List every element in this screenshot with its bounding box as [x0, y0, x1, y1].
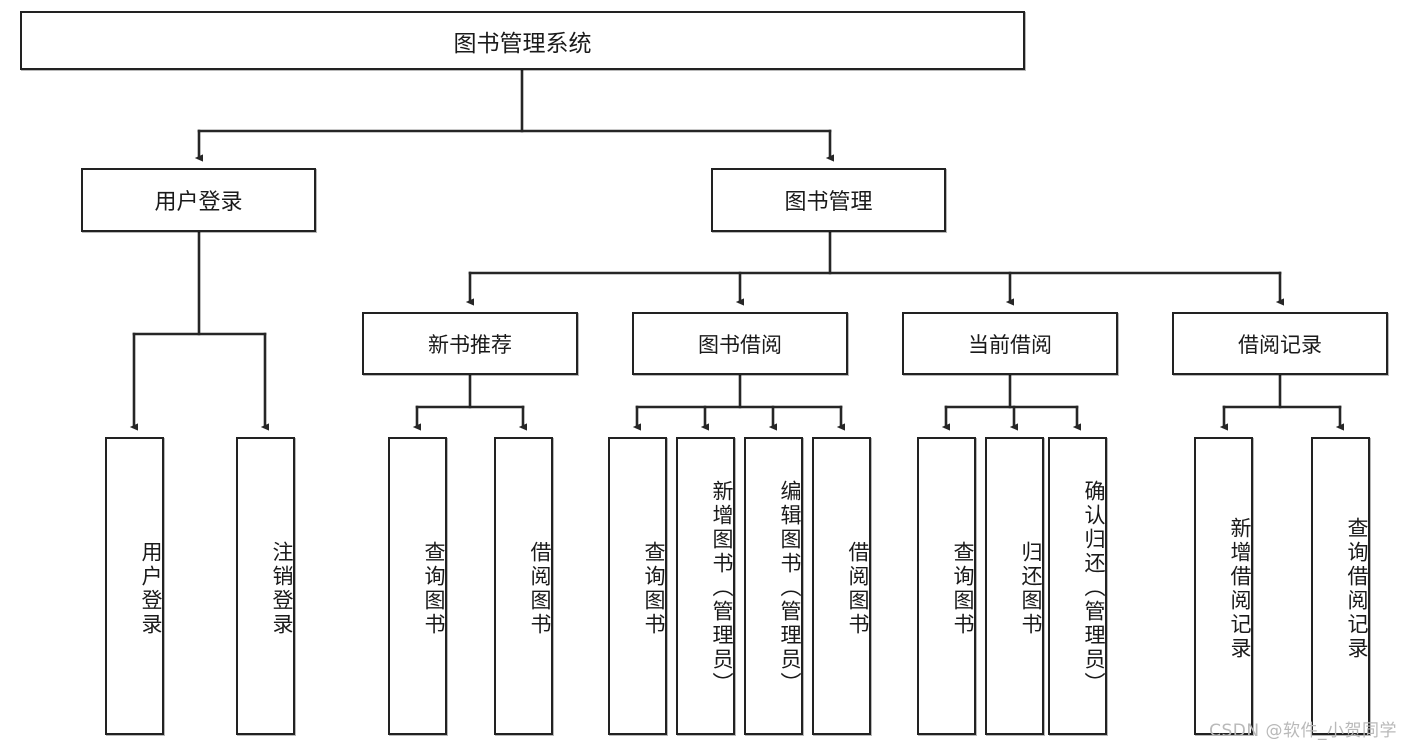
node-leaf-borrow-book-1[interactable]: 借阅图书: [494, 437, 553, 735]
node-leaf-query-record[interactable]: 查询借阅记录: [1311, 437, 1370, 735]
node-leaf-query-book-3[interactable]: 查询图书: [917, 437, 976, 735]
node-leaf-edit-book-label: 编辑图书（管理员）: [778, 480, 802, 696]
node-leaf-return-book[interactable]: 归还图书: [985, 437, 1044, 735]
node-leaf-query-book-1-label: 查询图书: [422, 541, 446, 637]
node-new-book-recommend[interactable]: 新书推荐: [362, 312, 578, 375]
node-leaf-query-book-2-label: 查询图书: [642, 541, 666, 637]
node-leaf-edit-book[interactable]: 编辑图书（管理员）: [744, 437, 803, 735]
node-borrow-record[interactable]: 借阅记录: [1172, 312, 1388, 375]
node-leaf-add-record-label: 新增借阅记录: [1228, 517, 1252, 661]
node-user-login-label: 用户登录: [154, 190, 243, 215]
node-root-label: 图书管理系统: [453, 30, 592, 57]
node-leaf-query-book-2[interactable]: 查询图书: [608, 437, 667, 735]
node-leaf-query-book-3-label: 查询图书: [951, 541, 975, 637]
node-leaf-user-login-label: 用户登录: [139, 541, 163, 637]
node-leaf-borrow-book-1-label: 借阅图书: [528, 541, 552, 637]
node-leaf-return-book-label: 归还图书: [1019, 541, 1043, 637]
node-leaf-add-record[interactable]: 新增借阅记录: [1194, 437, 1253, 735]
node-leaf-user-logout-label: 注销登录: [270, 541, 294, 637]
node-user-login[interactable]: 用户登录: [81, 168, 316, 232]
node-leaf-confirm-return-label: 确认归还（管理员）: [1082, 480, 1106, 696]
node-leaf-borrow-book-2-label: 借阅图书: [846, 541, 870, 637]
node-leaf-user-login[interactable]: 用户登录: [105, 437, 164, 735]
node-leaf-borrow-book-2[interactable]: 借阅图书: [812, 437, 871, 735]
node-root[interactable]: 图书管理系统: [20, 11, 1025, 70]
node-book-borrow-label: 图书借阅: [698, 332, 782, 357]
node-current-borrow-label: 当前借阅: [968, 332, 1052, 357]
node-leaf-confirm-return[interactable]: 确认归还（管理员）: [1048, 437, 1107, 735]
watermark: CSDN @软件_小贺同学: [1209, 721, 1397, 741]
node-leaf-query-record-label: 查询借阅记录: [1345, 517, 1369, 661]
node-book-manage[interactable]: 图书管理: [711, 168, 946, 232]
node-book-manage-label: 图书管理: [784, 190, 873, 215]
node-leaf-add-book-label: 新增图书（管理员）: [710, 480, 734, 696]
node-new-book-recommend-label: 新书推荐: [428, 332, 512, 357]
node-leaf-user-logout[interactable]: 注销登录: [236, 437, 295, 735]
node-book-borrow[interactable]: 图书借阅: [632, 312, 848, 375]
node-borrow-record-label: 借阅记录: [1238, 332, 1322, 357]
node-current-borrow[interactable]: 当前借阅: [902, 312, 1118, 375]
node-leaf-query-book-1[interactable]: 查询图书: [388, 437, 447, 735]
node-leaf-add-book[interactable]: 新增图书（管理员）: [676, 437, 735, 735]
